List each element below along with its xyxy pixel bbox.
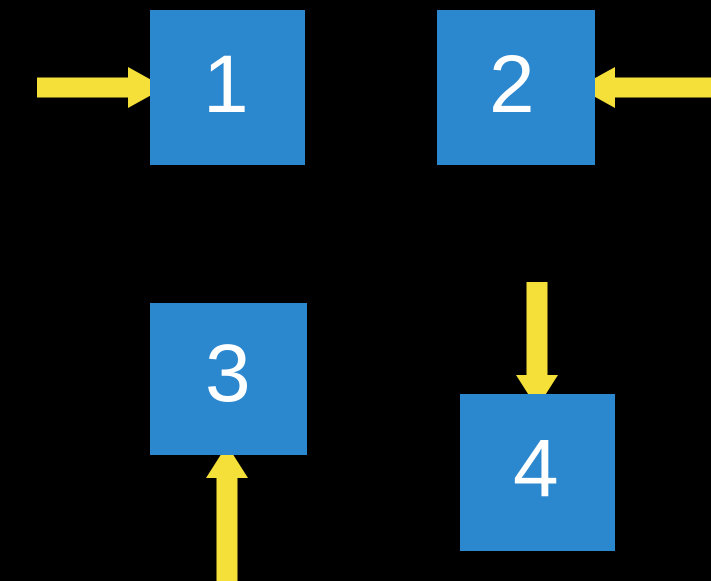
arrow-into-node-3-shape (206, 445, 248, 581)
node-4-label: 4 (513, 423, 559, 514)
node-2-label: 2 (489, 39, 535, 130)
arrow-into-node-1-shape (37, 66, 165, 108)
arrow-into-node-1 (37, 66, 165, 108)
arrow-into-node-2-shape (578, 66, 711, 108)
arrow-into-node-4 (516, 282, 558, 408)
node-2[interactable] (437, 10, 595, 165)
node-3-label: 3 (205, 328, 251, 419)
arrow-into-node-3 (206, 445, 248, 581)
node-3[interactable] (150, 303, 307, 455)
node-1[interactable] (150, 10, 305, 165)
node-1-label: 1 (203, 39, 249, 130)
arrow-into-node-2 (578, 66, 711, 108)
node-4[interactable] (460, 394, 615, 551)
arrow-into-node-4-shape (516, 282, 558, 408)
